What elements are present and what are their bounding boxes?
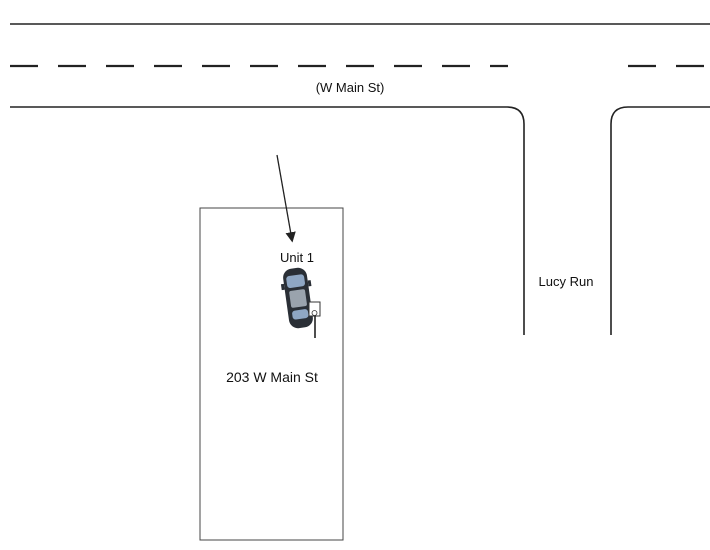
vehicle-path-arrow [276, 154, 296, 243]
lot-boundary [199, 207, 344, 541]
lot-address-label: 203 W Main St [226, 369, 318, 385]
car-top-view-icon [280, 267, 313, 329]
lucy-run-label: Lucy Run [539, 274, 594, 289]
vehicle-label: Unit 1 [280, 250, 314, 265]
mailbox-icon [308, 301, 321, 338]
main-st-label: (W Main St) [316, 80, 385, 95]
main-st-south-edge-east [610, 106, 710, 335]
main-st-south-edge-west [10, 106, 525, 335]
